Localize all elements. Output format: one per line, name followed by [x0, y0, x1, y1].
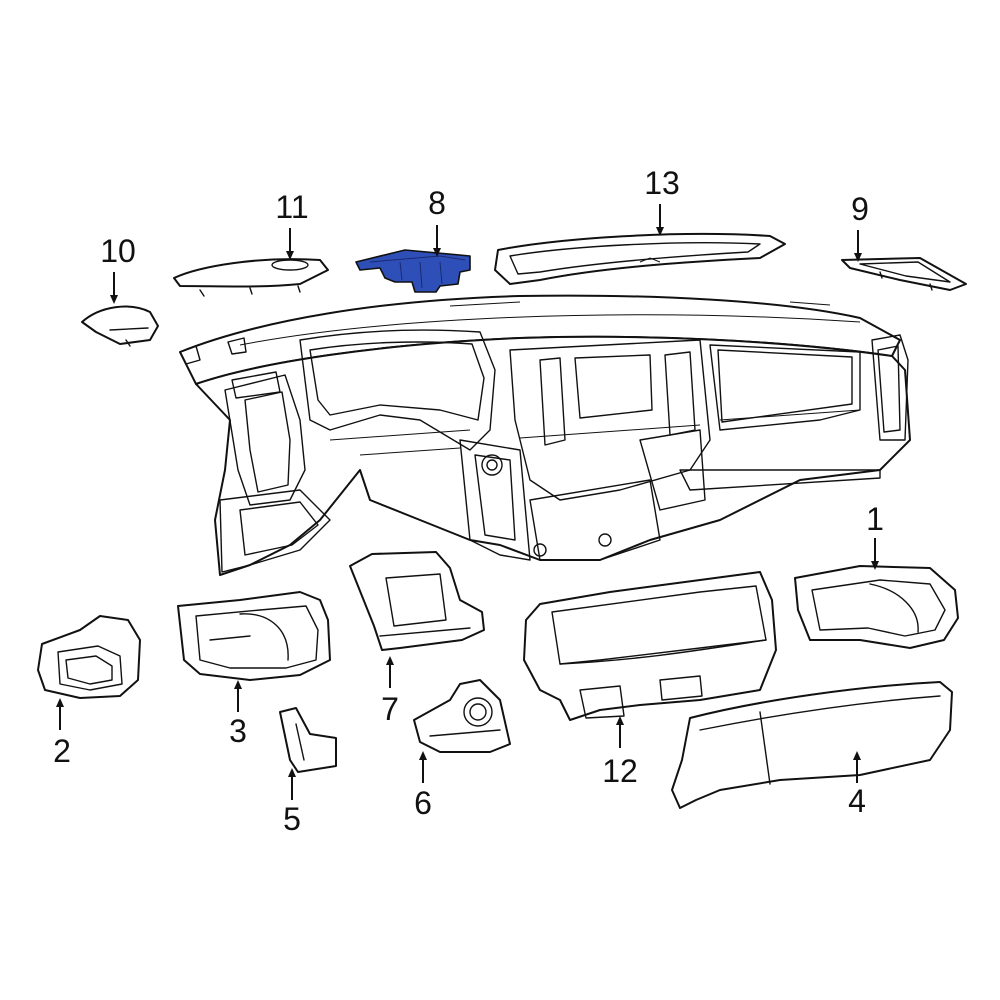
callout-3: 3: [229, 713, 247, 749]
callout-labels: 1 2 3 4 5 6 7 8 9 10 11 12 13: [53, 165, 884, 837]
callout-11: 11: [275, 189, 308, 225]
part-6-column-cover: [413, 679, 511, 753]
part-9-right-trim: [841, 257, 967, 291]
callout-7: 7: [381, 691, 399, 727]
callout-13: 13: [644, 165, 680, 201]
part-10-end-cap: [81, 305, 159, 347]
part-3-cluster-bezel: [177, 591, 331, 681]
part-5-side-bracket: [279, 707, 337, 773]
part-4-lower-trim: [671, 681, 953, 809]
callout-10: 10: [100, 233, 136, 269]
part-12-glovebox-assembly: [523, 571, 777, 721]
part-8-highlighted-bracket: [355, 249, 471, 293]
callout-8: 8: [428, 185, 446, 221]
part-2-vent-bezel: [37, 615, 141, 699]
callout-4: 4: [848, 783, 866, 819]
part-13-upper-trim: [494, 232, 786, 285]
callout-1: 1: [866, 501, 884, 537]
part-1-right-bezel: [794, 565, 959, 649]
instrument-panel-assembly: [179, 294, 911, 576]
part-8-shape: [355, 249, 471, 293]
callout-5: 5: [283, 801, 301, 837]
part-11-cluster-cap: [173, 258, 329, 297]
callout-12: 12: [602, 753, 638, 789]
part-7-center-frame: [349, 551, 485, 651]
callout-9: 9: [851, 191, 869, 227]
callout-6: 6: [414, 785, 432, 821]
callout-2: 2: [53, 733, 71, 769]
callout-arrows: [56, 204, 879, 800]
